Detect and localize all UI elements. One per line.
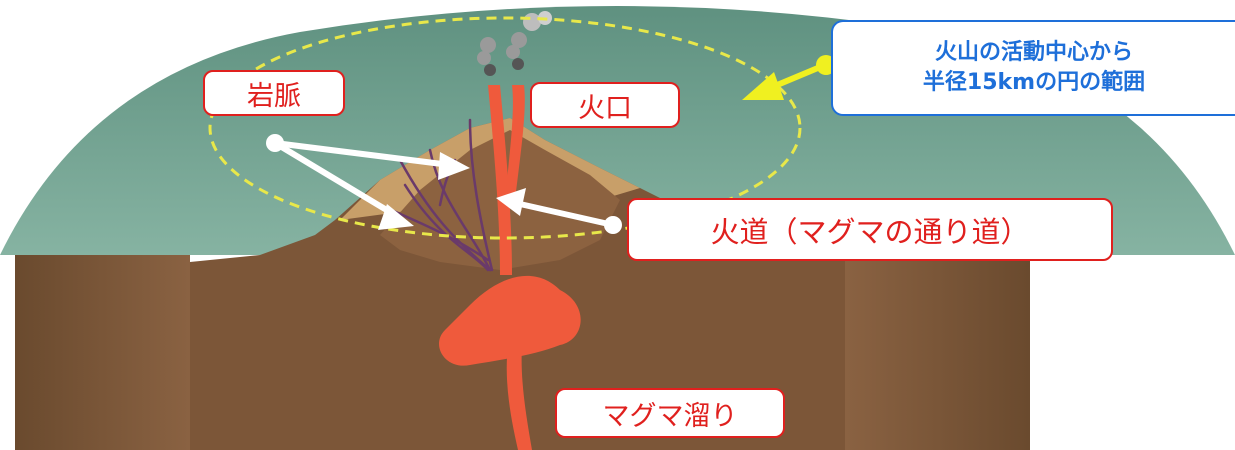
conduit-branch [505,85,525,200]
label-radius-15km: 火山の活動中心から 半径15kmの円の範囲 [831,20,1235,116]
radius-15km-dashed-circle [208,16,802,240]
magma-chamber [439,275,581,366]
label-kako: 火口 [530,82,680,128]
label-radius-line1: 火山の活動中心から [934,40,1133,66]
label-kadou-text: 火道（マグマの通り道） [710,214,1030,249]
left-face [15,255,190,450]
label-magmadamari-text: マグマ溜り [602,400,738,432]
magma-feeder [506,345,532,450]
label-ganmyaku-text: 岩脈 [247,80,301,112]
conduit-main [488,85,512,275]
label-kadou: 火道（マグマの通り道） [627,198,1113,261]
label-magmadamari: マグマ溜り [555,388,785,438]
kadou-pointer-dot [604,216,622,234]
label-kako-text: 火口 [578,92,632,124]
right-face [845,255,1030,450]
label-radius-line2: 半径15kmの円の範囲 [922,70,1146,95]
ganmyaku-pointer-dot [266,134,284,152]
label-ganmyaku: 岩脈 [203,70,345,116]
pointer-arrows [272,140,616,230]
